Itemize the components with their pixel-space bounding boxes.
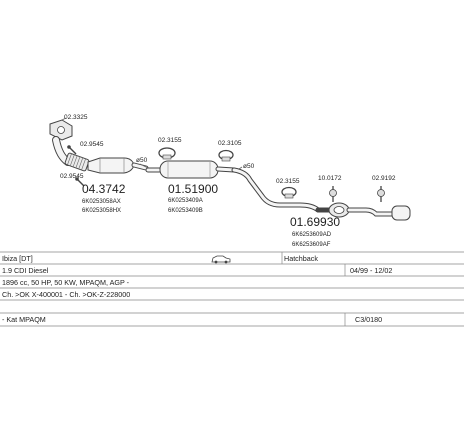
part-number-rubber-mount-rear: 02.9192 xyxy=(372,175,396,182)
diameter-label-2: ø50 xyxy=(243,163,255,170)
rear-silencer-shape xyxy=(315,202,411,221)
vehicle-engine: 1.9 CDI Diesel xyxy=(2,266,49,275)
ref-rear-silencer-2: 6K6253609AF xyxy=(292,242,331,248)
gasket-icon xyxy=(49,119,73,141)
part-number-clamp-mid: 02.3105 xyxy=(218,140,242,147)
vehicle-years: 04/99 - 12/02 xyxy=(350,266,392,275)
part-number-rubber-mount: 10.0172 xyxy=(318,175,342,182)
clamp-icon xyxy=(281,186,297,199)
part-number-bolt-lower: 02.9545 xyxy=(60,173,84,180)
part-number-gasket-top: 02.3325 xyxy=(64,114,88,121)
bolt-icon xyxy=(75,177,85,187)
part-number-front-silencer: 01.51900 xyxy=(168,182,218,196)
front-silencer-shape xyxy=(145,160,237,179)
diameter-label-1: ø50 xyxy=(136,157,148,164)
part-number-rear-silencer: 01.69930 xyxy=(290,215,340,229)
mount-icon xyxy=(377,186,385,202)
part-number-catalytic-converter: 04.3742 xyxy=(82,182,126,196)
vehicle-chassis: Ch. >OK X-400001 - Ch. >OK-Z-228000 xyxy=(2,290,130,299)
intermediate-pipe-shape xyxy=(231,167,321,213)
part-number-clamp-left: 02.3155 xyxy=(158,137,182,144)
catalytic-converter-shape xyxy=(52,136,149,174)
part-number-bolt: 02.9545 xyxy=(80,141,104,148)
mount-icon xyxy=(329,186,337,202)
vehicle-specs: 1896 cc, 50 HP, 50 KW, MPAQM, AGP - xyxy=(2,278,130,287)
vehicle-body: Hatchback xyxy=(284,254,318,263)
ref-catalytic-converter-1: 6K0253058AX xyxy=(82,199,121,205)
ref-front-silencer-1: 6K0253409A xyxy=(168,198,203,204)
vehicle-config: - Kat MPAQM xyxy=(2,315,46,324)
bolt-icon xyxy=(67,145,77,155)
vehicle-info-table xyxy=(0,251,464,327)
ref-front-silencer-2: 6K0253409B xyxy=(168,208,203,214)
vehicle-code: C3/0180 xyxy=(355,315,382,324)
ref-catalytic-converter-2: 6K0253058HX xyxy=(82,208,121,214)
part-number-clamp-rear: 02.3155 xyxy=(276,178,300,185)
car-icon xyxy=(211,255,231,264)
clamp-icon xyxy=(218,149,234,162)
ref-rear-silencer-1: 6K6253609AD xyxy=(292,232,332,238)
clamp-icon xyxy=(158,147,176,160)
vehicle-model: Ibiza [DT] xyxy=(2,254,33,263)
